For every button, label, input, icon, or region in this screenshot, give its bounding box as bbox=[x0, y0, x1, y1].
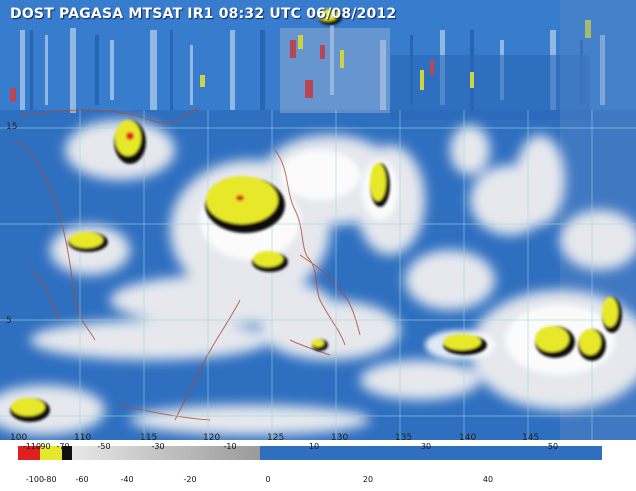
legend-label-bottom: -80 bbox=[43, 475, 57, 484]
longitude-label: 110 bbox=[74, 433, 92, 440]
longitude-label: 120 bbox=[203, 433, 221, 440]
longitude-label: 135 bbox=[395, 433, 413, 440]
latitude-label: 5 bbox=[6, 316, 12, 326]
coastlines bbox=[14, 107, 361, 421]
cold-cloud-tops bbox=[10, 9, 622, 422]
legend-label-top: -10 bbox=[223, 442, 237, 451]
legend-label-top: -90 bbox=[37, 442, 51, 451]
longitude-label: 115 bbox=[140, 433, 158, 440]
legend-swatch-red bbox=[18, 446, 40, 460]
longitude-label: 140 bbox=[459, 433, 477, 440]
legend-label-bottom: -40 bbox=[120, 475, 134, 484]
longitude-label: 130 bbox=[331, 433, 349, 440]
legend-label-top: -50 bbox=[97, 442, 111, 451]
image-title: DOST PAGASA MTSAT IR1 08:32 UTC 06/08/20… bbox=[10, 6, 397, 22]
legend-label-top: 10 bbox=[308, 442, 320, 451]
satellite-map-svg bbox=[0, 0, 636, 440]
lat-lon-grid bbox=[0, 110, 636, 440]
legend-label-bottom: 20 bbox=[362, 475, 374, 484]
legend-swatch-yellow bbox=[40, 446, 62, 460]
legend-label-bottom: -60 bbox=[75, 475, 89, 484]
longitude-label: 125 bbox=[267, 433, 285, 440]
legend-label-top: -110 bbox=[22, 442, 42, 451]
latitude-label: 15 bbox=[6, 122, 18, 132]
temperature-legend-bar bbox=[18, 446, 602, 460]
legend-label-top: -30 bbox=[151, 442, 165, 451]
legend-label-top: 50 bbox=[547, 442, 559, 451]
legend-swatch-blue bbox=[260, 446, 602, 460]
legend-label-bottom: 40 bbox=[482, 475, 494, 484]
legend-swatch-black bbox=[62, 446, 72, 460]
legend-label-top: 30 bbox=[420, 442, 432, 451]
legend-label-bottom: -20 bbox=[183, 475, 197, 484]
legend-label-top: -70 bbox=[56, 442, 70, 451]
longitude-label: 145 bbox=[522, 433, 540, 440]
legend-label-bottom: -100 bbox=[25, 475, 45, 484]
legend-label-bottom: 0 bbox=[265, 475, 271, 484]
satellite-image: DOST PAGASA MTSAT IR1 08:32 UTC 06/08/20… bbox=[0, 0, 636, 440]
legend-swatch-gray-ramp bbox=[72, 446, 260, 460]
longitude-label: 100 bbox=[10, 433, 28, 440]
